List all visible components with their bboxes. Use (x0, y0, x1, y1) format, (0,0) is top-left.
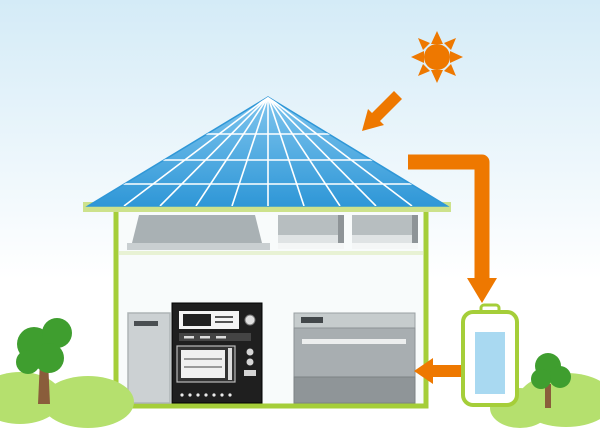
arrow-head (467, 278, 497, 303)
arrow-shaft (408, 154, 490, 280)
window-glass-top (278, 215, 344, 235)
small-tree-foliage (531, 353, 571, 389)
window-glass-top (352, 215, 418, 235)
dishwasher-kickplate (293, 376, 416, 404)
microwave-grill-2 (184, 366, 222, 368)
sun-rays (411, 31, 463, 83)
dishwasher-slot (301, 317, 323, 323)
second-floor-band (119, 215, 423, 255)
battery-charge-level (475, 332, 505, 394)
panel-mark-1 (215, 316, 233, 318)
range-hood (132, 215, 262, 243)
small-tree-trunk (545, 384, 551, 408)
strip-button-1 (184, 336, 194, 339)
sun (411, 31, 463, 83)
roof-to-battery-arrow (408, 154, 497, 303)
bottom-indicator-dots (180, 393, 232, 397)
range-hood-lip (127, 243, 270, 250)
roof-eave (83, 202, 451, 212)
sunlight-arrow (362, 91, 402, 131)
oven-microwave-unit (171, 302, 263, 404)
kitchen-appliances (127, 302, 416, 404)
microwave-handle (228, 348, 232, 380)
strip-button-2 (200, 336, 210, 339)
window-edge (338, 215, 344, 249)
control-knob (244, 314, 256, 326)
floor-divider (119, 251, 423, 255)
panel-mark-2 (215, 321, 233, 323)
dishwasher-door (293, 327, 416, 378)
strip-button-3 (216, 336, 226, 339)
left-cabinet (127, 312, 171, 404)
button-strip (179, 333, 251, 341)
side-button-1 (246, 348, 254, 356)
left-tree-foliage (16, 318, 72, 374)
side-button-2 (246, 358, 254, 366)
left-greenery (0, 318, 134, 428)
cabinet-body (127, 312, 171, 404)
sun-disc (424, 44, 450, 70)
window-left (278, 215, 344, 249)
display-window (183, 314, 211, 326)
window-sill (278, 243, 344, 249)
microwave-grill-1 (184, 358, 222, 360)
cabinet-vent (134, 321, 158, 326)
storage-battery (461, 303, 519, 407)
window-right (352, 215, 418, 249)
window-sill (352, 243, 418, 249)
microwave-window (181, 350, 225, 378)
right-greenery (490, 353, 600, 428)
side-button-3 (244, 370, 256, 376)
dishwasher (293, 312, 416, 404)
dishwasher-handle (302, 339, 406, 344)
window-edge (412, 215, 418, 249)
battery-to-house-arrow (414, 358, 461, 384)
